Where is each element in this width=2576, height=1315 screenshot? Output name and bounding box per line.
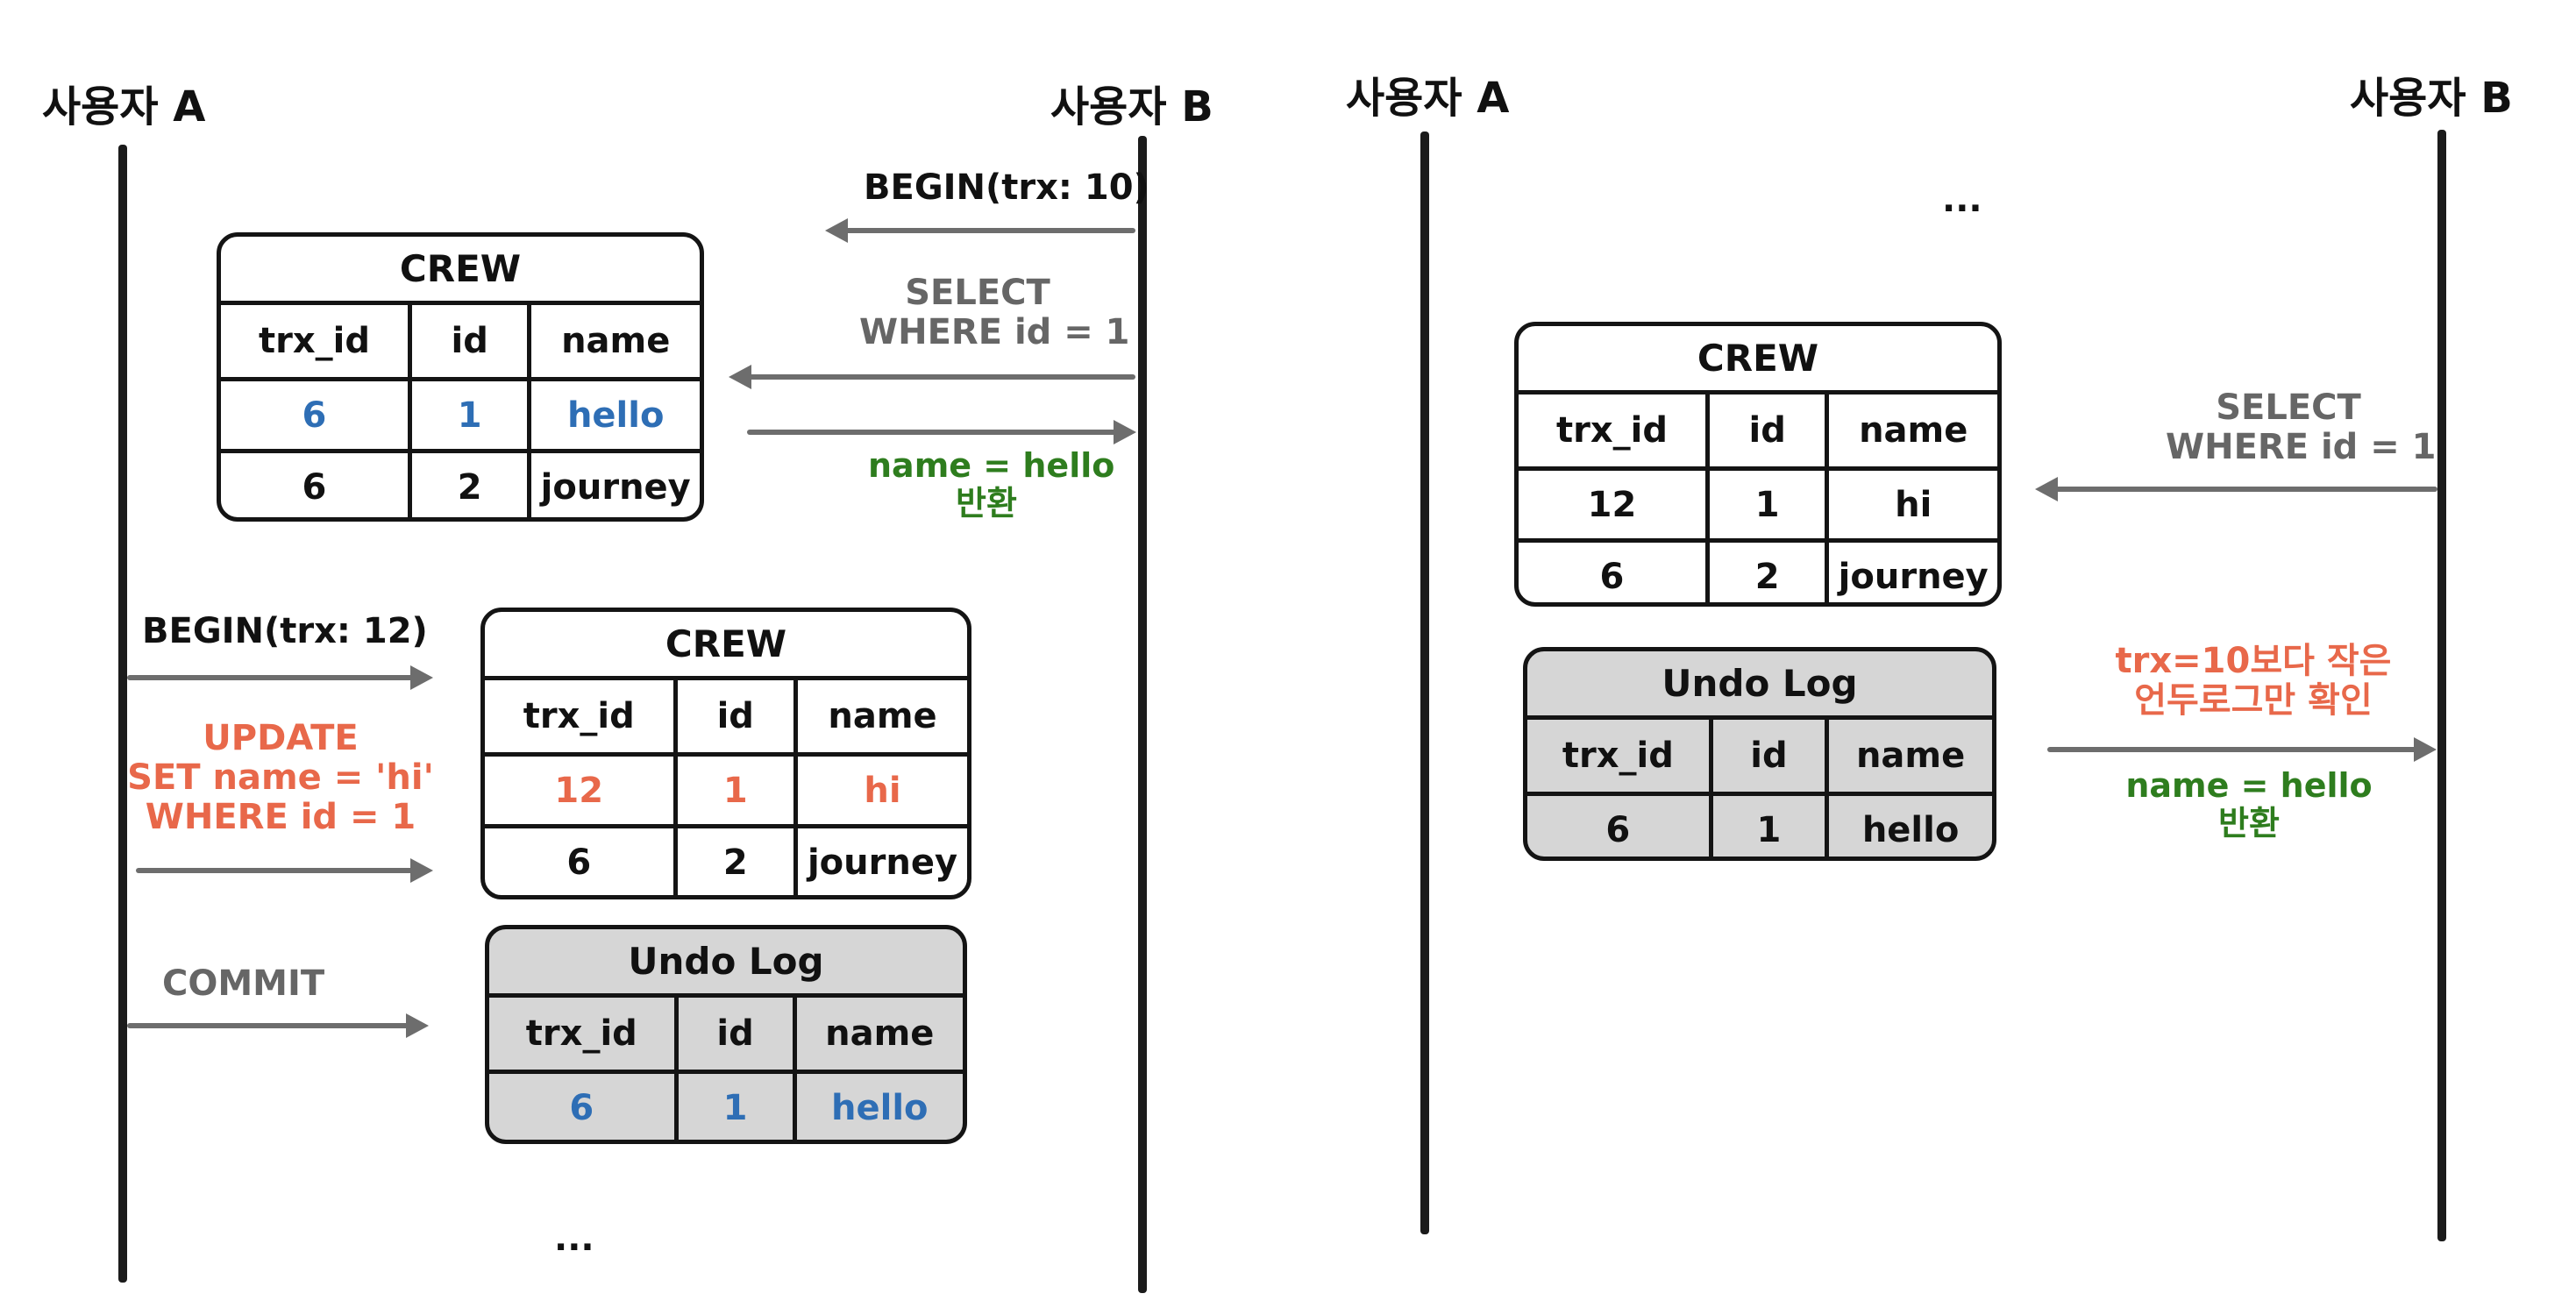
label-begin-trx10: BEGIN(trx: 10)	[864, 167, 1149, 208]
label-update: UPDATE SET name = 'hi' WHERE id = 1	[127, 718, 434, 837]
table-row: 12 1 hi	[1519, 466, 1997, 538]
cell-id: 1	[1704, 471, 1825, 538]
table-header-row: trx_id id name	[1527, 720, 1992, 792]
lifeline-left-b	[1138, 136, 1147, 1293]
arrow-select-right	[2035, 477, 2437, 501]
cell-id: 1	[673, 1074, 793, 1140]
table-row: 12 1 hi	[485, 752, 967, 824]
table-header-row: trx_id id name	[221, 305, 700, 377]
ellipsis-left: ...	[554, 1219, 594, 1259]
label-result-right: name = hello 반환	[2125, 766, 2373, 842]
header-trx-id: trx_id	[1555, 410, 1668, 451]
header-id: id	[407, 305, 528, 377]
actor-right-b: 사용자 B	[2350, 74, 2513, 123]
table-row: 6 2 journey	[221, 449, 700, 517]
arrow-begin-trx12	[127, 665, 433, 690]
arrow-select-left	[729, 365, 1135, 389]
actor-left-b: 사용자 B	[1050, 82, 1213, 132]
header-trx-id: trx_id	[258, 321, 370, 361]
header-id: id	[1704, 394, 1825, 466]
table-undo-log-right: Undo Log trx_id id name 6 1 hello	[1523, 647, 1996, 861]
cell-id: 1	[672, 757, 794, 824]
table-title: CREW	[221, 237, 700, 305]
arrow-result-left	[747, 420, 1136, 444]
cell-trx-id: 12	[554, 770, 604, 811]
header-name: name	[527, 305, 700, 377]
table-row: 6 1 hello	[489, 1070, 963, 1140]
cell-trx-id: 6	[1605, 809, 1631, 850]
table-title: CREW	[485, 612, 967, 680]
label-undo-check: trx=10보다 작은 언두로그만 확인	[2115, 641, 2392, 721]
lifeline-left-a	[118, 145, 127, 1283]
table-row: 6 2 journey	[1519, 538, 1997, 602]
label-begin-trx12: BEGIN(trx: 12)	[142, 611, 428, 651]
cell-trx-id: 6	[566, 842, 592, 883]
cell-trx-id: 6	[302, 394, 327, 436]
header-id: id	[1708, 720, 1825, 792]
arrow-result-right	[2047, 737, 2437, 762]
label-select-right: SELECT WHERE id = 1	[2166, 387, 2437, 467]
ellipsis-right: ...	[1942, 180, 1982, 220]
cell-id: 1	[1708, 796, 1825, 857]
table-undo-log-left: Undo Log trx_id id name 6 1 hello	[485, 925, 967, 1144]
label-select-left: SELECT WHERE id = 1	[859, 273, 1130, 352]
cell-trx-id: 12	[1587, 484, 1637, 525]
header-trx-id: trx_id	[1562, 736, 1674, 776]
table-header-row: trx_id id name	[1519, 394, 1997, 466]
actor-right-a: 사용자 A	[1346, 74, 1510, 123]
cell-name: hello	[1825, 796, 1992, 857]
cell-name: hello	[527, 381, 700, 449]
cell-name: hi	[793, 757, 967, 824]
lifeline-right-a	[1420, 132, 1429, 1234]
table-row: 6 2 journey	[485, 824, 967, 895]
cell-name: journey	[527, 453, 700, 517]
cell-name: journey	[1825, 543, 1997, 602]
actor-left-a: 사용자 A	[42, 82, 206, 132]
table-row: 6 1 hello	[1527, 792, 1992, 857]
cell-id: 2	[407, 453, 528, 517]
cell-trx-id: 6	[302, 466, 327, 508]
header-id: id	[673, 998, 793, 1070]
table-crew-initial: CREW trx_id id name 6 1 hello 6 2 journe…	[217, 232, 704, 522]
cell-name: journey	[793, 828, 967, 895]
label-result-left: name = hello 반환	[868, 446, 1115, 522]
cell-id: 2	[1704, 543, 1825, 602]
header-name: name	[792, 998, 963, 1070]
arrow-begin-trx10	[825, 218, 1135, 243]
header-trx-id: trx_id	[525, 1013, 637, 1054]
table-header-row: trx_id id name	[485, 680, 967, 752]
cell-name: hi	[1825, 471, 1997, 538]
table-header-row: trx_id id name	[489, 998, 963, 1070]
cell-trx-id: 6	[569, 1087, 594, 1128]
table-crew-right: CREW trx_id id name 12 1 hi 6 2 journey	[1514, 322, 2002, 607]
header-trx-id: trx_id	[523, 696, 635, 736]
table-row: 6 1 hello	[221, 377, 700, 449]
header-id: id	[672, 680, 794, 752]
table-title: CREW	[1519, 326, 1997, 394]
cell-name: hello	[792, 1074, 963, 1140]
table-title: Undo Log	[489, 929, 963, 998]
header-name: name	[1825, 720, 1992, 792]
header-name: name	[793, 680, 967, 752]
arrow-update	[136, 858, 433, 883]
cell-trx-id: 6	[1599, 556, 1625, 597]
lifeline-right-b	[2437, 130, 2446, 1241]
arrow-commit	[127, 1013, 429, 1038]
label-commit: COMMIT	[162, 963, 325, 1004]
table-crew-updated: CREW trx_id id name 12 1 hi 6 2 journey	[480, 608, 971, 899]
header-name: name	[1825, 394, 1997, 466]
cell-id: 1	[407, 381, 528, 449]
table-title: Undo Log	[1527, 651, 1992, 720]
cell-id: 2	[672, 828, 794, 895]
